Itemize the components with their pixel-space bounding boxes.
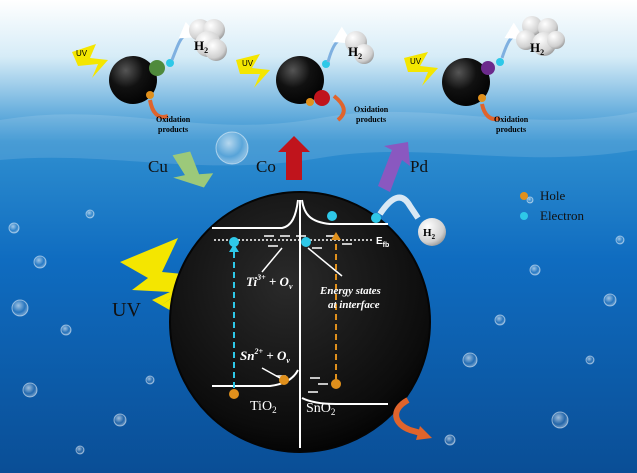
uv-bolt-icon (72, 44, 108, 78)
cocatalyst-dot (481, 61, 495, 75)
metal-co: Co (256, 136, 310, 180)
products-label: products (158, 125, 188, 134)
legend-electron-icon (520, 212, 528, 220)
uv-bolt-icon (236, 54, 270, 88)
top-panel-cu: UV H2 Oxidation products (72, 19, 227, 134)
pd-arrow-icon (378, 142, 410, 192)
oxidation-label: Oxidation (494, 115, 529, 124)
hole-dot (331, 379, 341, 389)
cocatalyst-dot (314, 90, 330, 106)
oxidation-arrow (480, 103, 501, 121)
main-oxidation-arrow (393, 397, 425, 437)
legend: Hole Electron (520, 188, 585, 223)
products-label: products (356, 115, 386, 124)
bubbles (8, 131, 625, 455)
ti3-ov-label: Ti3+ + Ov (246, 273, 293, 291)
at-interface-label: at interface (328, 299, 380, 311)
h2-molecule-icon (345, 31, 374, 64)
oxidation-label: Oxidation (354, 105, 389, 114)
cu-label: Cu (148, 157, 168, 176)
main-uv-label: UV (112, 299, 141, 321)
h2-molecule-icon (189, 19, 227, 61)
ti3-pointer-line (261, 247, 283, 273)
electron-dot (229, 237, 239, 247)
electron-dot (166, 59, 174, 67)
oxidation-arrow (148, 99, 169, 119)
electron-dot (371, 213, 381, 223)
electron-dot (496, 58, 504, 66)
photocatalyst-particle (276, 56, 324, 104)
sno2-vb-curve (301, 397, 388, 405)
tio2-excitation-arrowhead (229, 244, 239, 252)
hole-dot (279, 375, 289, 385)
hole-dot (146, 91, 154, 99)
co-arrow-icon (278, 136, 310, 180)
cu-arrow-icon (172, 151, 214, 188)
photocatalyst-particle (109, 56, 157, 104)
h2-label: H2 (530, 40, 544, 57)
tio2-cb-curve (212, 199, 299, 229)
tio2-label: TiO2 (250, 399, 277, 415)
efb-label: Efb (376, 236, 389, 249)
oxidation-arrow (332, 94, 346, 122)
main-oxidation-arrowhead (416, 426, 432, 440)
h2-bubble-icon (418, 218, 446, 246)
energy-states-label: Energy states (319, 285, 381, 297)
main-h2-label: H2 (423, 227, 436, 241)
oxidation-label: Oxidation (156, 115, 191, 124)
main-h2-evolution: H2 (371, 194, 446, 246)
sno2-cb-curve (301, 199, 388, 225)
cocatalyst-dot (149, 60, 165, 76)
electron-dot (327, 211, 337, 221)
sno2-excitation-arrowhead (331, 232, 341, 240)
sno2-label: SnO2 (306, 401, 335, 417)
sn2-ov-label: Sn2+ + Ov (240, 347, 290, 365)
hole-dot (229, 389, 239, 399)
hole-dot (478, 94, 486, 102)
products-label: products (496, 125, 526, 134)
uv-label: UV (410, 57, 422, 66)
sn2-pointer-line (261, 367, 281, 379)
energy-pointer-line (307, 247, 343, 277)
electron-dot (301, 237, 311, 247)
co-label: Co (256, 157, 276, 176)
hole-dot (306, 98, 314, 106)
legend-hole-label: Hole (540, 188, 566, 203)
uv-label: UV (76, 49, 88, 58)
uv-bolt-icon (404, 52, 438, 86)
metal-pd: Pd (378, 142, 428, 192)
water-ripple (0, 111, 637, 166)
h2-molecule-icon (516, 16, 565, 56)
legend-hole-icon (520, 192, 528, 200)
h2-label: H2 (194, 38, 208, 55)
top-panel-pd: UV H2 Oxidation products (404, 16, 565, 134)
h2-label: H2 (348, 44, 362, 61)
legend-electron-label: Electron (540, 208, 585, 223)
uv-label: UV (242, 59, 254, 68)
h2-transfer-arrow (377, 194, 421, 220)
pd-label: Pd (410, 157, 428, 176)
photocatalyst-particle (442, 58, 490, 106)
main-particle: Efb Ti3+ + Ov E (169, 191, 431, 453)
metal-cu: Cu (148, 151, 214, 188)
top-panel-co: UV H2 Oxidation products (236, 26, 389, 124)
